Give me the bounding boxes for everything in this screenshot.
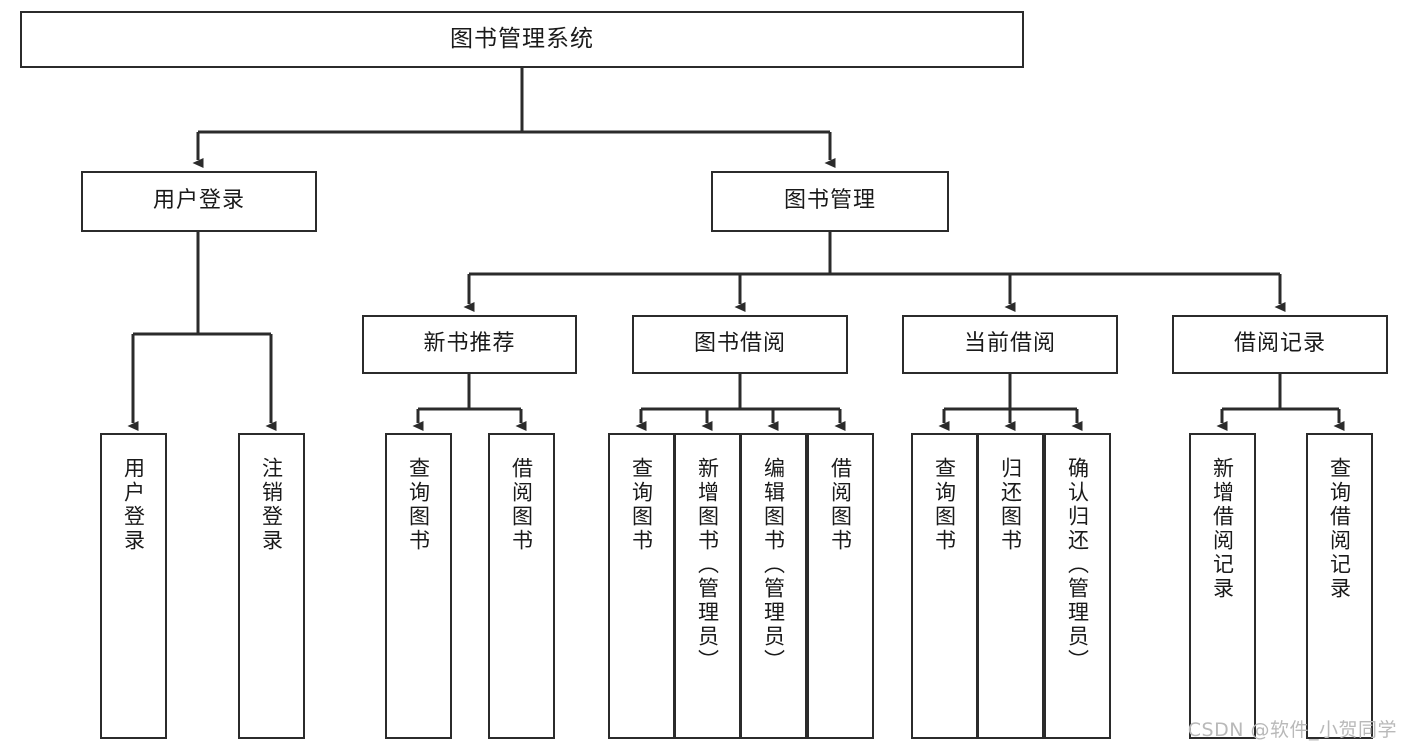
- leaf-borrow-book-recommend[interactable]: 借阅图书: [488, 433, 555, 739]
- node-label: 查询图书: [629, 457, 654, 553]
- node-label: 借阅图书: [509, 457, 534, 553]
- node-root-book-management-system[interactable]: 图书管理系统: [20, 11, 1024, 68]
- leaf-query-book-recommend[interactable]: 查询图书: [385, 433, 452, 739]
- node-current-borrow[interactable]: 当前借阅: [902, 315, 1118, 374]
- node-label: 新增借阅记录: [1210, 457, 1235, 601]
- node-label: 用户登录: [152, 188, 245, 214]
- leaf-return-book[interactable]: 归还图书: [977, 433, 1044, 739]
- leaf-user-login[interactable]: 用户登录: [100, 433, 167, 739]
- leaf-confirm-return-admin[interactable]: 确认归还（管理员）: [1044, 433, 1111, 739]
- leaf-add-book-admin[interactable]: 新增图书（管理员）: [674, 433, 741, 739]
- watermark-csdn: CSDN @软件_小贺同学: [1187, 719, 1397, 741]
- node-label: 图书借阅: [693, 331, 786, 357]
- leaf-query-book-current[interactable]: 查询图书: [911, 433, 978, 739]
- leaf-query-borrow-record[interactable]: 查询借阅记录: [1306, 433, 1373, 739]
- node-label: 用户登录: [121, 457, 146, 553]
- leaf-logout[interactable]: 注销登录: [238, 433, 305, 739]
- leaf-query-book-borrow[interactable]: 查询图书: [608, 433, 675, 739]
- node-label: 借阅图书: [828, 457, 853, 553]
- node-label: 当前借阅: [963, 331, 1056, 357]
- node-label: 注销登录: [259, 457, 284, 553]
- node-label: 查询图书: [406, 457, 431, 553]
- node-label: 新书推荐: [423, 331, 516, 357]
- leaf-borrow-book[interactable]: 借阅图书: [807, 433, 874, 739]
- leaf-add-borrow-record[interactable]: 新增借阅记录: [1189, 433, 1256, 739]
- node-label: 新增图书（管理员）: [695, 457, 720, 673]
- node-borrow-record[interactable]: 借阅记录: [1172, 315, 1388, 374]
- node-label: 图书管理系统: [450, 25, 594, 52]
- node-label: 查询借阅记录: [1327, 457, 1352, 601]
- node-label: 编辑图书（管理员）: [761, 457, 786, 673]
- node-label: 查询图书: [932, 457, 957, 553]
- node-new-book-recommend[interactable]: 新书推荐: [362, 315, 577, 374]
- node-label: 借阅记录: [1233, 331, 1326, 357]
- node-label: 归还图书: [998, 457, 1023, 553]
- leaf-edit-book-admin[interactable]: 编辑图书（管理员）: [740, 433, 807, 739]
- node-label: 图书管理: [783, 188, 876, 214]
- node-book-borrow[interactable]: 图书借阅: [632, 315, 848, 374]
- node-label: 确认归还（管理员）: [1065, 457, 1090, 673]
- node-book-management[interactable]: 图书管理: [711, 171, 949, 232]
- node-user-login[interactable]: 用户登录: [81, 171, 317, 232]
